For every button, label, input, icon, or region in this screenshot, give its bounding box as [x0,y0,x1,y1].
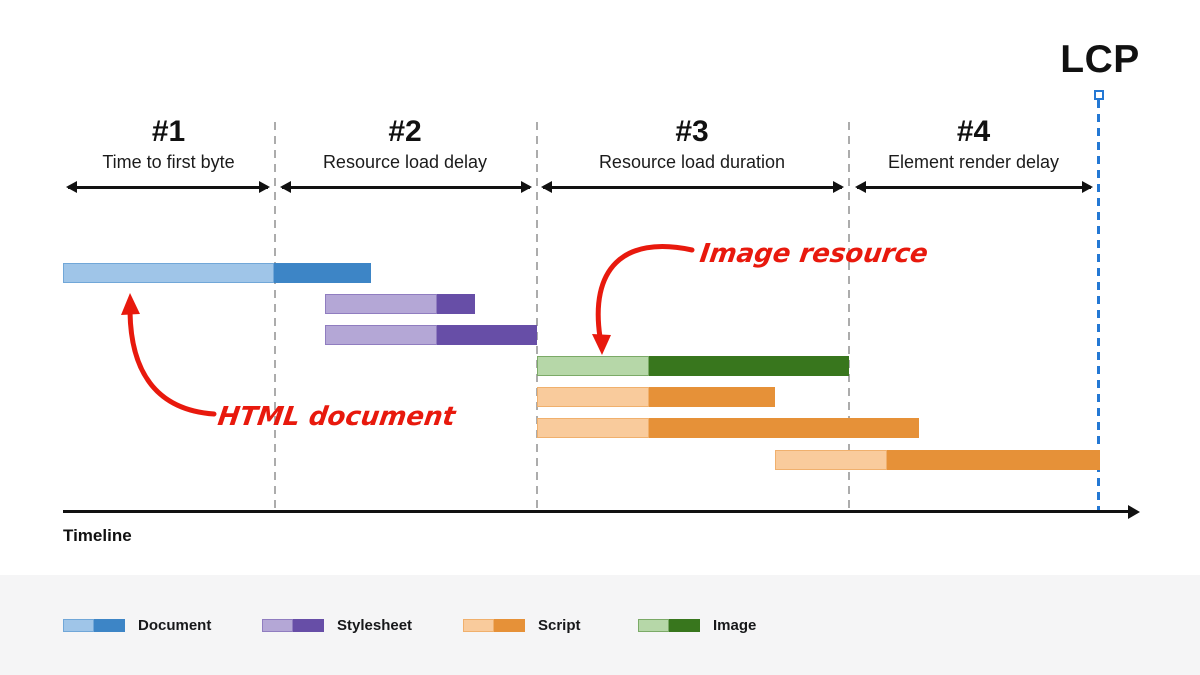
phase-header-4: #4 Element render delay [848,116,1099,173]
bar-image-4-dark [649,356,849,376]
bar-document-1-dark [274,263,371,283]
bar-script-5-light [537,387,649,407]
phase-divider-1 [274,122,276,510]
phase-header-3: #3 Resource load duration [536,116,848,173]
phase-label: Time to first byte [102,152,235,172]
image-resource-arrowhead-icon [592,334,611,355]
legend: Document Stylesheet Script Image [0,575,1200,675]
phase-header-2: #2 Resource load delay [274,116,536,173]
image-resource-arrow [595,244,695,340]
phase-label: Resource load delay [322,152,488,172]
bar-script-6-light [537,418,649,438]
phase-divider-3 [848,122,850,510]
bar-stylesheet-2-dark [437,294,475,314]
bar-script-7-dark [887,450,1100,470]
phase-label: Resource load duration [598,152,786,172]
legend-item-script: Script [463,617,581,634]
html-document-arrowhead-icon [121,293,140,315]
phase-number: #3 [675,115,709,148]
legend-item-document: Document [63,617,211,634]
legend-label: Document [138,617,212,634]
image-swatch-icon [638,619,700,632]
bar-script-7-light [775,450,887,470]
bar-image-4-light [537,356,649,376]
phase-label: Element render delay [887,152,1060,172]
legend-item-image: Image [638,617,756,634]
lcp-dashed-line [1097,100,1100,512]
script-swatch-icon [463,619,525,632]
timeline-axis-arrowhead-icon [1128,504,1140,519]
lcp-title: LCP [1060,38,1140,81]
lcp-marker-icon [1094,90,1104,100]
timeline-axis [63,510,1131,513]
legend-item-stylesheet: Stylesheet [262,617,412,634]
phase-number: #2 [388,115,422,148]
phase-span-arrow-3 [541,181,844,193]
html-document-arrow [127,309,217,417]
bar-stylesheet-3-dark [437,325,537,345]
document-swatch-icon [63,619,125,632]
phase-span-arrow-2 [280,181,532,193]
legend-label: Stylesheet [337,617,413,634]
bar-stylesheet-2-light [325,294,437,314]
legend-label: Script [538,617,581,634]
phase-number: #1 [151,115,186,148]
phase-header-1: #1 Time to first byte [63,116,274,173]
legend-label: Image [713,617,757,634]
timeline-label: Timeline [63,526,132,545]
bar-stylesheet-3-light [325,325,437,345]
phase-span-arrow-1 [66,181,270,193]
stylesheet-swatch-icon [262,619,324,632]
bar-script-5-dark [649,387,775,407]
image-resource-annotation: Image resource [697,239,930,269]
bar-document-1-light [63,263,274,283]
phase-number: #4 [956,115,991,148]
bar-script-6-dark [649,418,919,438]
phase-divider-2 [536,122,538,510]
html-document-annotation: HTML document [215,402,458,432]
phase-span-arrow-4 [855,181,1093,193]
